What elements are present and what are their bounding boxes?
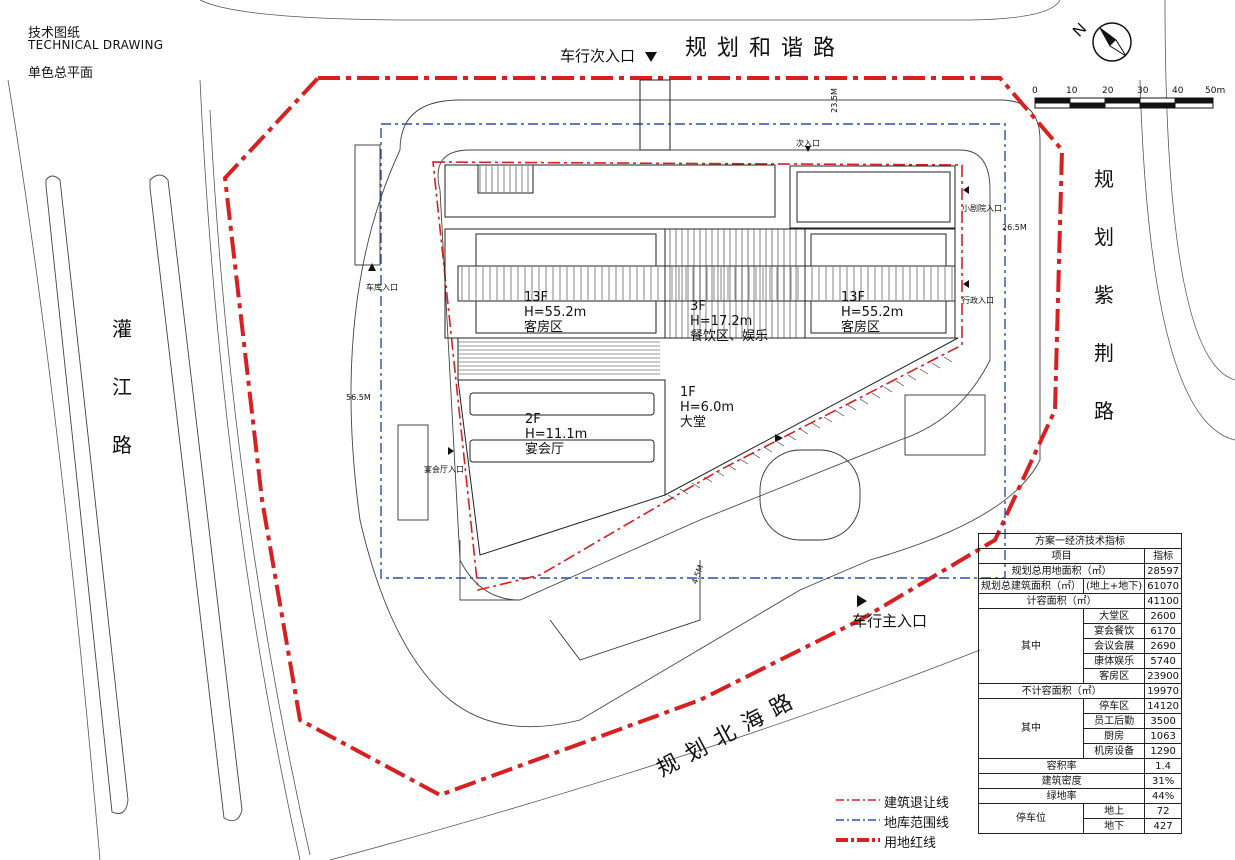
table-row-value: 14120 xyxy=(1144,698,1182,714)
road-north: 规划和谐路 xyxy=(685,36,846,61)
table-row-value: 427 xyxy=(1144,818,1182,834)
table-row-value: 19970 xyxy=(1144,683,1182,699)
table-row-value: 61070 xyxy=(1144,578,1182,594)
admin-entry-label: 行政入口 xyxy=(962,296,994,305)
table-row-label: 客房区 xyxy=(1082,668,1146,684)
table-group-label: 其中 xyxy=(978,608,1084,684)
scale-tick-40: 40 xyxy=(1172,86,1184,96)
scale-tick-0: 0 xyxy=(1032,86,1038,96)
table-row-value: 72 xyxy=(1144,803,1182,819)
table-row-value: 1.4 xyxy=(1144,758,1182,774)
banquet-entry-label: 宴会厅入口 xyxy=(424,465,464,474)
theater-entry-label: 小剧院入口 xyxy=(962,204,1002,213)
distance-west: 56.5M xyxy=(346,393,371,402)
table-row-value: 2690 xyxy=(1144,638,1182,654)
scale-tick-20: 20 xyxy=(1102,86,1114,96)
scale-tick-50: 50m xyxy=(1205,86,1226,96)
scale-tick-10: 10 xyxy=(1066,86,1078,96)
table-row-value: 6170 xyxy=(1144,623,1182,639)
legend-setback: 建筑退让线 xyxy=(884,796,950,811)
table-row-value: 31% xyxy=(1144,773,1182,789)
economic-indicator-table: 方案一经济技术指标 项目指标 规划总用地面积（㎡）28597 规划总建筑面积（㎡… xyxy=(977,533,1182,834)
table-row-label: 计容面积（㎡） xyxy=(977,593,1146,609)
road-west: 灌江路 xyxy=(112,317,132,457)
table-row-label: 规划总用地面积（㎡） xyxy=(977,563,1146,579)
table-row-label: 大堂区 xyxy=(1082,608,1146,624)
drawing-title-en: TECHNICAL DRAWING xyxy=(28,38,164,52)
svg-text:N: N xyxy=(1070,20,1090,40)
sub-entry-label: 次入口 xyxy=(796,139,820,148)
table-row-label: 建筑密度 xyxy=(977,773,1146,789)
legend-redline: 用地红线 xyxy=(884,836,937,851)
table-row-label: 停车区 xyxy=(1082,698,1146,714)
road-east: 规划紫荆路 xyxy=(1094,167,1114,423)
table-row-label: 不计容面积（㎡） xyxy=(977,683,1146,699)
table-header-value: 指标 xyxy=(1144,548,1182,564)
table-row-label: 员工后勤 xyxy=(1082,713,1146,729)
table-row-value: 41100 xyxy=(1144,593,1182,609)
table-row-label: 厨房 xyxy=(1082,728,1146,744)
secondary-vehicle-entrance: 车行次入口 xyxy=(560,47,636,65)
table-row-label: 机房设备 xyxy=(1082,743,1146,759)
table-row-label: 会议会展 xyxy=(1082,638,1146,654)
table-group-label: 其中 xyxy=(978,698,1084,759)
table-row-label: 绿地率 xyxy=(977,788,1146,804)
table-row-value: 5740 xyxy=(1144,653,1182,669)
table-row-value: 1290 xyxy=(1144,743,1182,759)
table-row-label: 康体娱乐 xyxy=(1082,653,1146,669)
drawing-subtitle: 单色总平面 xyxy=(28,66,94,81)
table-row-label: 地下 xyxy=(1082,818,1146,834)
table-title: 方案一经济技术指标 xyxy=(978,533,1182,549)
table-header-item: 项目 xyxy=(977,548,1146,564)
table-row-value: 1063 xyxy=(1144,728,1182,744)
distance-north: 23.5M xyxy=(829,88,839,113)
table-group-label: 停车位 xyxy=(978,803,1084,834)
table-row-value: 23900 xyxy=(1144,668,1182,684)
table-row-label: 宴会餐饮 xyxy=(1082,623,1146,639)
distance-east: 26.5M xyxy=(1002,223,1027,232)
drawing-title-cn: 技术图纸 xyxy=(28,26,81,41)
table-row-value: 28597 xyxy=(1144,563,1182,579)
legend-basement: 地库范围线 xyxy=(884,816,950,831)
table-row-label: 容积率 xyxy=(977,758,1146,774)
main-vehicle-entrance: 车行主入口 xyxy=(852,612,928,630)
table-row-label: 规划总建筑面积（㎡） xyxy=(978,578,1084,594)
table-row-label: 地上 xyxy=(1082,803,1146,819)
garage-entry-label: 车库入口 xyxy=(366,283,398,292)
table-row-value: 44% xyxy=(1144,788,1182,804)
table-row-value: 2600 xyxy=(1144,608,1182,624)
table-row-note: (地上+地下) xyxy=(1082,578,1146,594)
table-row-value: 3500 xyxy=(1144,713,1182,729)
scale-tick-30: 30 xyxy=(1137,86,1149,96)
